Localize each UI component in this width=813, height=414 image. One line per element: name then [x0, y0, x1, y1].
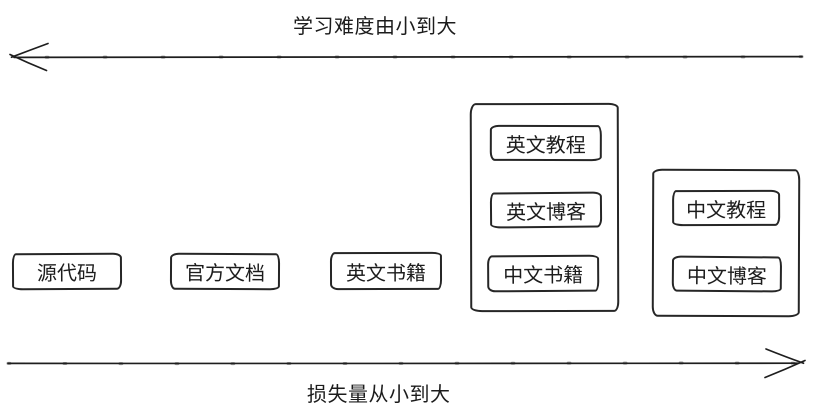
left-arrowhead-icon — [9, 53, 48, 72]
node-label: 英文博客 — [505, 201, 587, 224]
node-official-docs: 官方文档 — [169, 252, 281, 291]
node-chinese-blogs: 中文博客 — [671, 255, 783, 293]
top-axis-label: 学习难度由小到大 — [293, 16, 457, 38]
node-label: 英文教程 — [505, 134, 586, 157]
node-label: 源代码 — [36, 262, 98, 286]
node-label: 中文博客 — [686, 265, 767, 288]
node-label: 中文教程 — [686, 199, 767, 222]
node-english-tutorials: 英文教程 — [489, 124, 602, 162]
node-label: 英文书籍 — [345, 262, 427, 285]
node-label: 官方文档 — [184, 262, 266, 286]
right-arrowhead-icon — [765, 348, 805, 365]
node-chinese-books: 中文书籍 — [487, 254, 600, 293]
right-arrowhead-icon — [764, 359, 806, 379]
node-english-blogs: 英文博客 — [489, 191, 603, 229]
left-arrowhead-icon — [10, 42, 49, 59]
bottom-axis-label: 损失量从小到大 — [307, 384, 451, 406]
node-english-books: 英文书籍 — [329, 251, 443, 291]
group-chinese-resources: 中文教程 中文博客 — [651, 168, 801, 318]
group-english-resources: 英文教程 英文博客 中文书籍 — [469, 102, 620, 313]
node-label: 中文书籍 — [503, 264, 584, 288]
node-chinese-tutorials: 中文教程 — [672, 189, 781, 227]
top-axis-arrow — [9, 42, 804, 72]
bottom-axis-arrow — [6, 348, 806, 379]
node-source-code: 源代码 — [11, 252, 123, 291]
